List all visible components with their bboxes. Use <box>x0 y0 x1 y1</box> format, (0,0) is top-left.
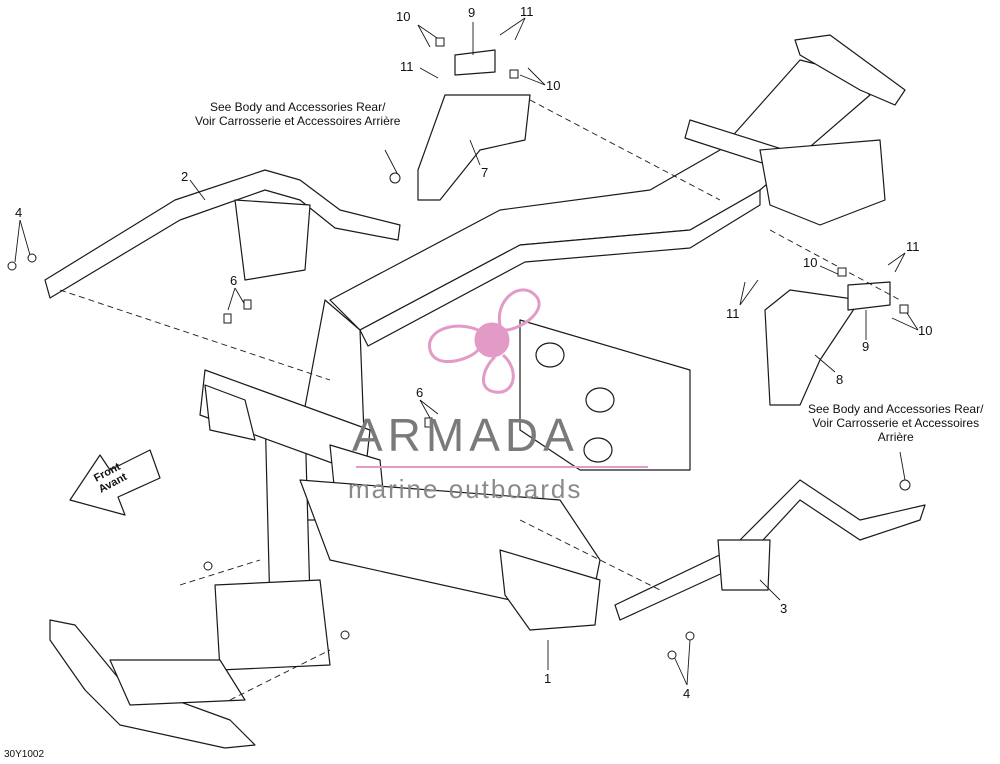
callout-6: 6 <box>416 385 424 400</box>
part-2-tube <box>44 169 401 299</box>
main-frame-top-rail-side <box>359 189 761 347</box>
callout-10: 10 <box>396 9 411 24</box>
rear-bracket-plate <box>759 139 886 226</box>
callout-2: 2 <box>181 169 189 184</box>
reference-note-right: See Body and Accessories Rear/ Voir Carr… <box>808 402 984 444</box>
callout-3: 3 <box>780 601 788 616</box>
watermark-subtitle: marine outboards <box>348 474 583 504</box>
callout-9: 9 <box>468 5 476 20</box>
clip-nut <box>424 417 433 428</box>
callout-11: 11 <box>520 4 534 19</box>
part-9-plate-top <box>454 49 496 76</box>
bolt-head <box>7 261 17 271</box>
clip-nut <box>899 304 909 314</box>
bolt-head <box>685 631 695 641</box>
callout-7: 7 <box>481 165 489 180</box>
callout-10: 10 <box>918 323 933 338</box>
cylinder-2 <box>585 387 615 413</box>
callout-10: 10 <box>546 78 561 93</box>
callout-10: 10 <box>803 255 818 270</box>
part-3-bracket <box>717 539 771 591</box>
callout-11: 11 <box>906 239 920 254</box>
callout-8: 8 <box>836 372 844 387</box>
rear-end-bracket <box>794 34 906 106</box>
callout-6: 6 <box>230 273 238 288</box>
clip-nut <box>435 37 445 47</box>
callout-4: 4 <box>683 686 691 701</box>
front-bumper <box>49 619 256 749</box>
reference-note-left: See Body and Accessories Rear/ Voir Carr… <box>195 100 401 128</box>
watermark-divider <box>356 466 648 468</box>
assembly-line-4 <box>179 559 261 586</box>
clip-nut <box>509 69 519 79</box>
front-gusset-left <box>204 384 256 441</box>
cylinder-1 <box>535 342 565 368</box>
lower-front-frame <box>214 579 331 671</box>
part-2-bracket <box>234 199 311 281</box>
floor-plate <box>499 549 601 631</box>
bolt-head <box>203 561 213 571</box>
diagram-code: 30Y1002 <box>4 749 45 760</box>
clip-nut <box>243 299 252 310</box>
callout-11: 11 <box>400 59 414 74</box>
callout-11: 11 <box>726 306 740 321</box>
callout-1: 1 <box>544 671 552 686</box>
part-3-tube <box>614 479 926 621</box>
assembly-line-6 <box>519 519 661 591</box>
callout-9: 9 <box>862 339 870 354</box>
assembly-line-3 <box>769 229 901 301</box>
assembly-line-2 <box>529 99 721 201</box>
clip-nut <box>837 267 847 277</box>
part-7-bracket <box>417 94 531 201</box>
front-bumper-inner <box>109 659 246 706</box>
cylinder-3 <box>583 437 613 463</box>
part-8-bracket <box>764 289 861 406</box>
front-arrow-shape <box>69 449 161 516</box>
watermark-logo <box>428 288 541 394</box>
bolt-head <box>667 650 677 660</box>
callout-4: 4 <box>15 205 23 220</box>
bolt-head <box>340 630 350 640</box>
bolt-head <box>389 172 401 184</box>
clip-nut <box>223 313 232 324</box>
assembly-line-1 <box>59 289 331 381</box>
assembly-line-5 <box>229 649 331 701</box>
part-9-plate-right <box>847 281 891 311</box>
watermark-title: ARMADA <box>352 409 579 461</box>
bolt-head <box>27 253 37 263</box>
bolt-head <box>899 479 911 491</box>
